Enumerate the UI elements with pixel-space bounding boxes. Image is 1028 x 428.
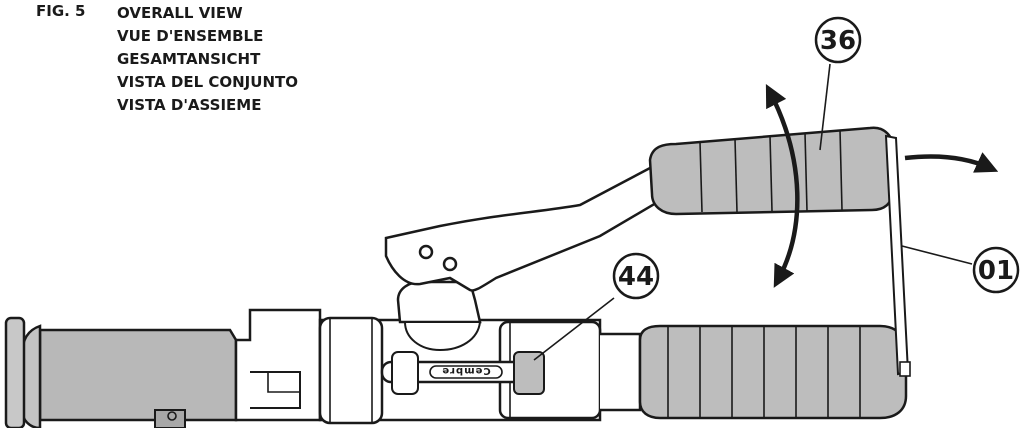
figure-number: FIG. 5 <box>36 2 86 20</box>
neck-block <box>234 308 322 422</box>
pump-housing <box>384 166 670 352</box>
title-fr: VUE D'ENSEMBLE <box>117 27 264 45</box>
callout-36: 36 <box>814 16 862 64</box>
callout-44: 44 <box>612 252 660 300</box>
title-it: VISTA D'ASSIEME <box>117 96 262 114</box>
brand-mark: Cembre <box>441 365 490 376</box>
callout-01: 01 <box>972 246 1020 294</box>
figure-titles: OVERALL VIEW VUE D'ENSEMBLE GESAMTANSICH… <box>117 2 298 117</box>
svg-text:44: 44 <box>618 262 654 292</box>
lower-handle <box>638 324 908 420</box>
title-de: GESAMTANSICHT <box>117 50 261 68</box>
release-arrow <box>904 152 999 173</box>
crimp-head <box>4 316 238 428</box>
svg-text:36: 36 <box>820 26 856 56</box>
svg-text:01: 01 <box>978 256 1014 286</box>
release-key: Cembre <box>380 351 545 395</box>
title-es: VISTA DEL CONJUNTO <box>117 73 298 91</box>
strap <box>884 134 911 377</box>
rotation-arrow <box>765 83 800 288</box>
upper-handle <box>648 126 896 216</box>
title-en: OVERALL VIEW <box>117 4 243 22</box>
